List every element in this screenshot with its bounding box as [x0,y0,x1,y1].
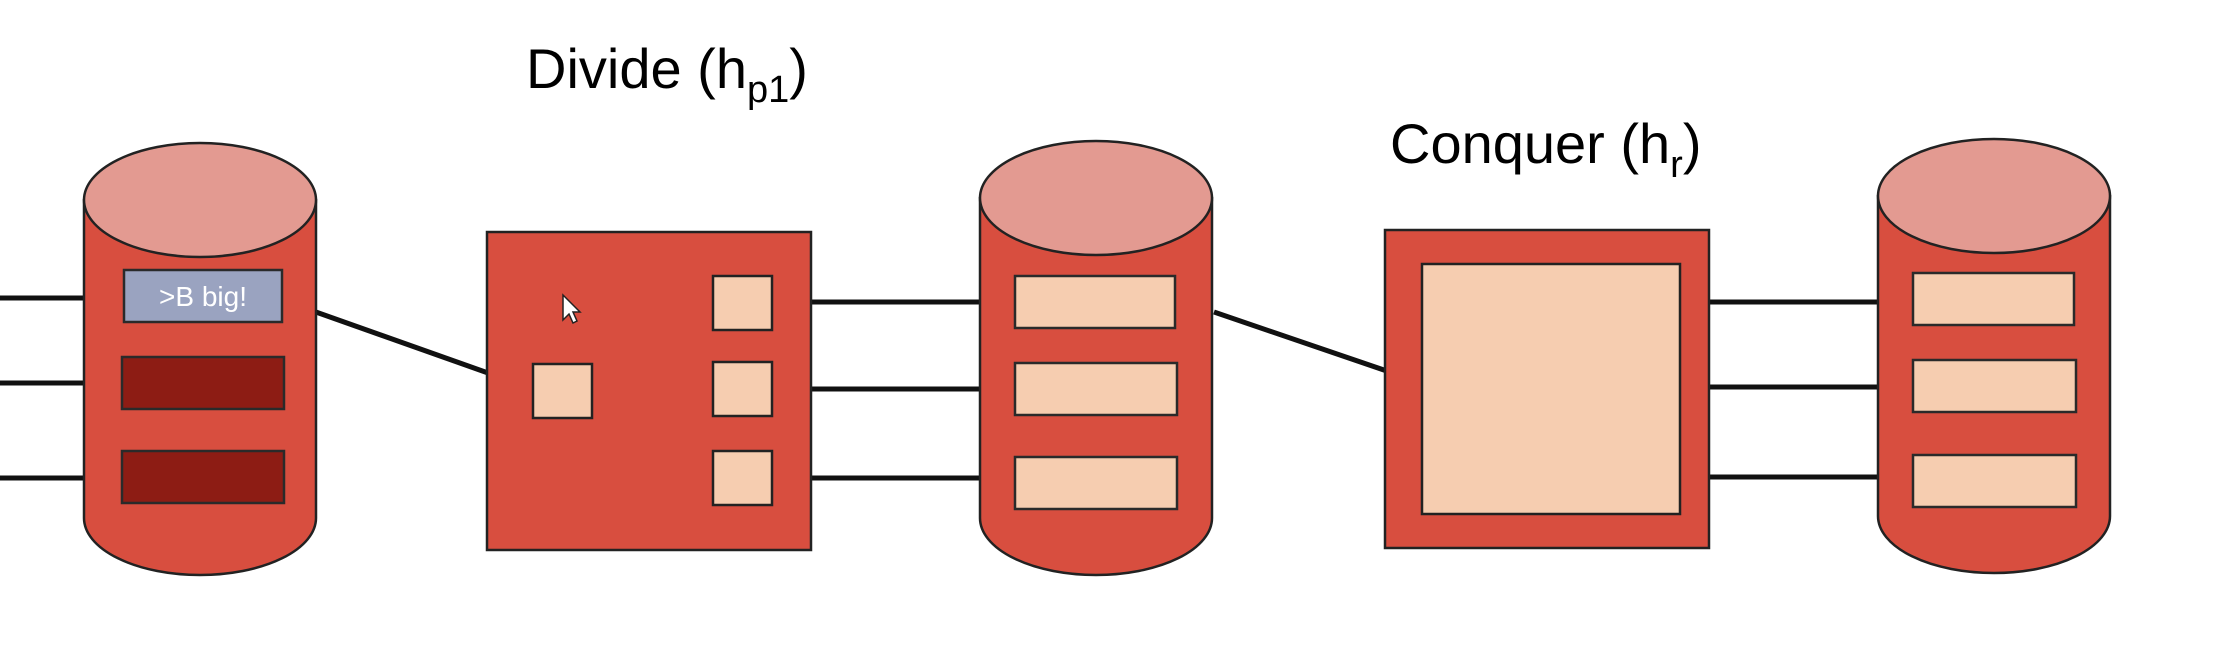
partition-database [978,139,1214,577]
output-database [1876,137,2112,575]
record-highlighted: >B big! [122,268,284,324]
partition-record-1 [1013,274,1177,330]
partition-record-2 [1013,361,1179,417]
conquer-title: Conquer (hr) [1390,112,1701,186]
divide-title: Divide (hp1) [526,37,808,111]
divide-output-cell-1 [711,274,774,332]
record-highlighted-label: >B big! [159,281,247,312]
conquer-operator: Conquer (hr) [1383,112,1711,550]
conquer-inner-cell [1420,262,1682,516]
divide-output-cell-2 [711,360,774,418]
mouse-cursor-icon [562,293,582,325]
divide-operator: Divide (hp1) [485,37,813,552]
output-record-1 [1911,271,2076,327]
partition-database-top [978,139,1214,257]
input-database: >B big! [82,141,318,577]
input-database-top [82,141,318,259]
output-database-top [1876,137,2112,255]
output-record-2 [1911,358,2078,414]
record-dark-1 [120,355,286,411]
output-record-3 [1911,453,2078,509]
partition-record-3 [1013,455,1179,511]
divide-output-cell-3 [711,449,774,507]
record-dark-2 [120,449,286,505]
divide-input-cell [531,362,594,420]
